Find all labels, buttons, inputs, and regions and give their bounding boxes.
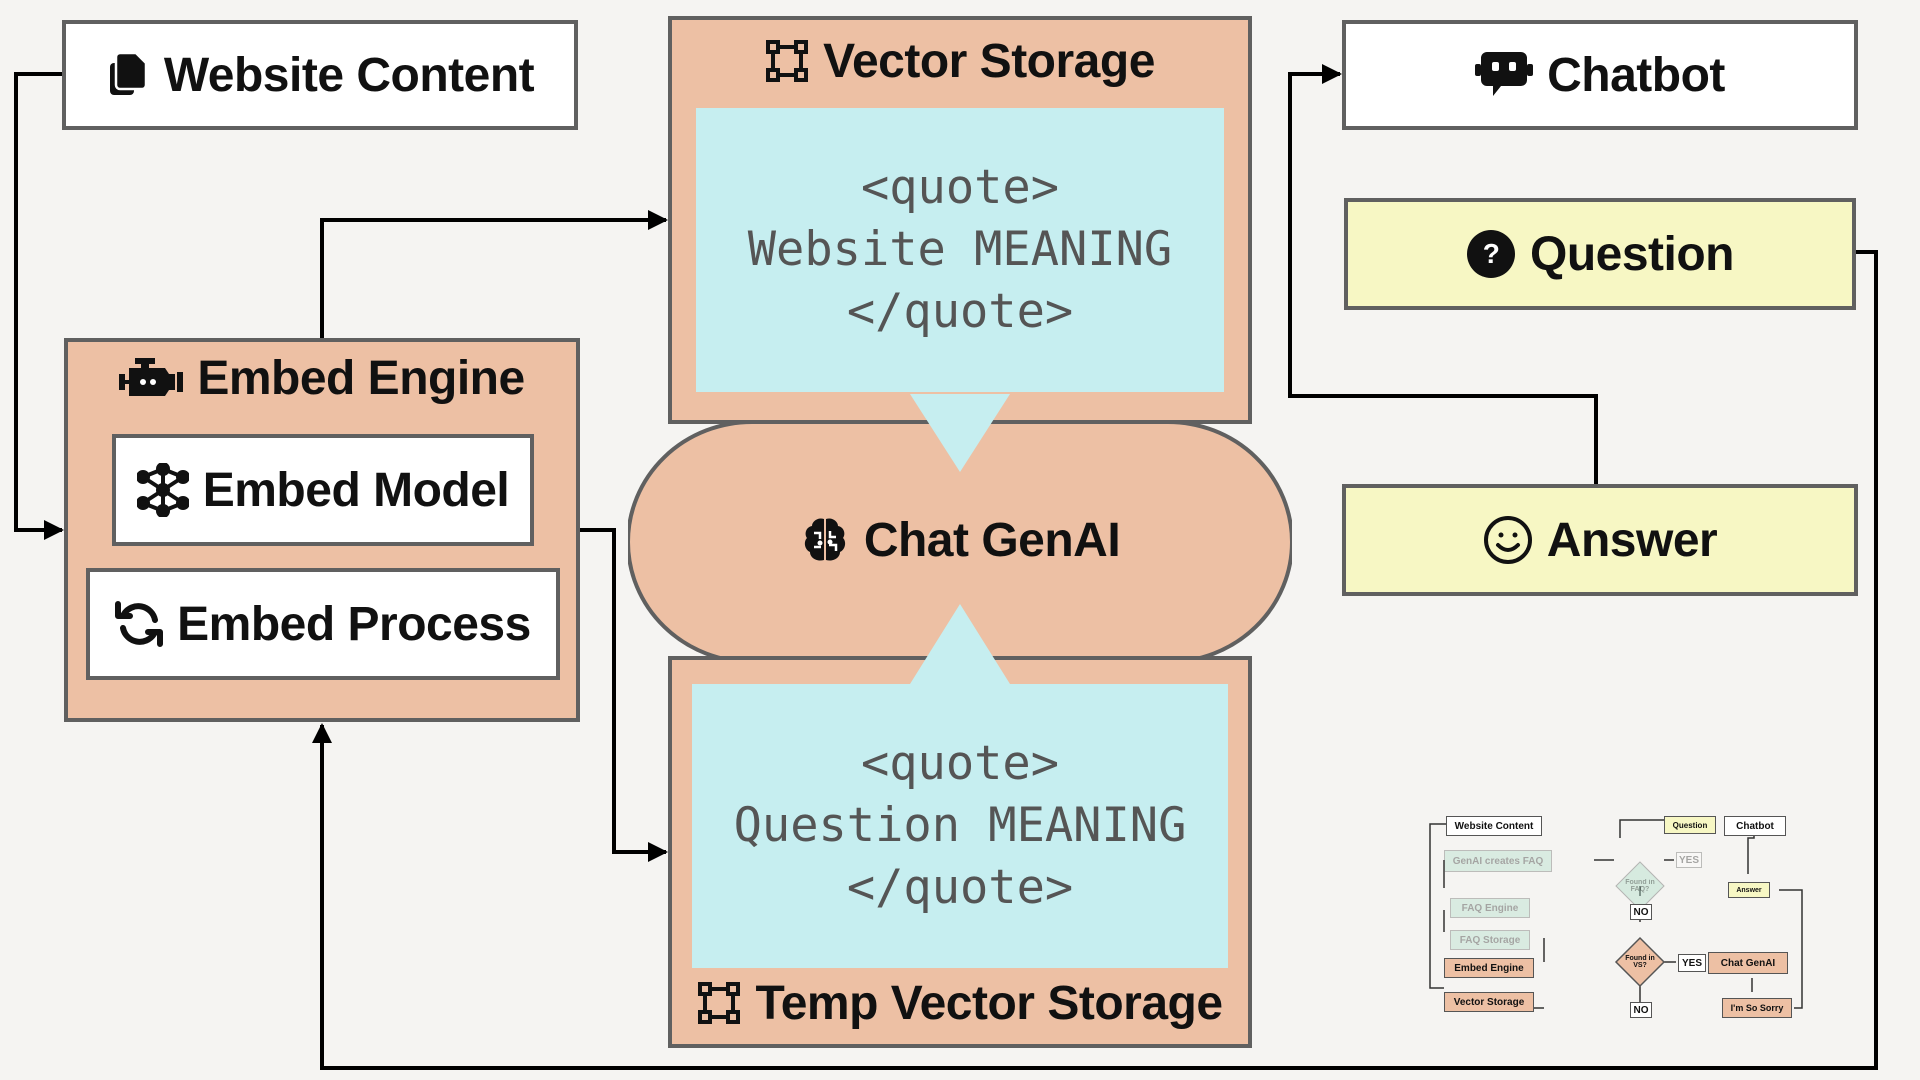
arrow-up-triangle	[910, 604, 1010, 684]
thumb-embed-engine: Embed Engine	[1444, 958, 1534, 978]
engine-icon	[119, 356, 184, 400]
embed-engine-label: Embed Engine	[197, 351, 525, 405]
chat-genai-label: Chat GenAI	[863, 513, 1121, 567]
temp-vector-storage-label: Temp Vector Storage	[755, 976, 1223, 1030]
question-circle-icon: ?	[1466, 229, 1516, 279]
answer-label: Answer	[1546, 513, 1718, 567]
thumb-found-in-vs: Found in VS?	[1625, 955, 1655, 969]
answer-node[interactable]: Answer	[1342, 484, 1858, 596]
line-question-to-engine	[312, 250, 1878, 1070]
embed-model-node[interactable]: Embed Model	[112, 434, 534, 546]
quote-text: Question MEANING	[733, 798, 1187, 853]
thumb-answer: Answer	[1728, 882, 1770, 898]
network-model-icon	[136, 463, 189, 517]
quote-text: Website MEANING	[747, 222, 1173, 277]
quote-open-tag: <quote>	[860, 160, 1060, 215]
overview-thumbnail: Website Content GenAI creates FAQ FAQ En…	[1424, 808, 1808, 1028]
thumb-question: Question	[1664, 816, 1716, 834]
thumb-no-faq: NO	[1630, 904, 1652, 920]
question-label: Question	[1529, 227, 1735, 281]
chatbot-node[interactable]: Chatbot	[1342, 20, 1858, 130]
arrow-down-triangle	[910, 394, 1010, 472]
svg-text:?: ?	[1483, 238, 1500, 269]
quote-close-tag: </quote>	[846, 284, 1074, 339]
line-engine-to-vector-storage	[320, 210, 668, 338]
documents-icon	[106, 51, 150, 99]
thumb-genai-creates-faq: GenAI creates FAQ	[1444, 850, 1552, 872]
thumb-found-in-faq: Found in FAQ?	[1625, 879, 1655, 893]
thumbnail-connectors	[1429, 819, 1803, 1010]
chatbot-icon	[1475, 50, 1534, 100]
embed-model-label: Embed Model	[202, 463, 510, 517]
website-content-node[interactable]: Website Content	[62, 20, 578, 130]
question-node[interactable]: ? Question	[1344, 198, 1856, 310]
line-content-to-engine	[14, 72, 64, 540]
thumb-faq-engine: FAQ Engine	[1450, 898, 1530, 918]
embed-process-label: Embed Process	[177, 597, 531, 651]
thumb-yes-vs: YES	[1678, 954, 1706, 972]
line-engine-to-temp-storage	[578, 528, 668, 862]
sync-arrows-icon	[115, 600, 164, 648]
question-meaning-quote: <quote> Question MEANING </quote>	[692, 684, 1228, 968]
embed-process-node[interactable]: Embed Process	[86, 568, 560, 680]
smiley-icon	[1483, 515, 1533, 565]
quote-close-tag: </quote>	[846, 860, 1074, 915]
brain-icon	[800, 515, 850, 565]
vector-storage-label: Vector Storage	[823, 34, 1155, 88]
vector-storage-icon	[765, 39, 809, 83]
thumb-chat-genai: Chat GenAI	[1708, 952, 1788, 974]
chatbot-label: Chatbot	[1547, 48, 1725, 102]
thumb-faq-storage: FAQ Storage	[1450, 930, 1530, 950]
thumb-no-vs: NO	[1630, 1002, 1652, 1018]
temp-vector-storage-icon	[697, 981, 741, 1025]
thumb-chatbot: Chatbot	[1724, 816, 1786, 836]
thumb-website-content: Website Content	[1446, 816, 1542, 836]
thumb-vector-storage: Vector Storage	[1444, 992, 1534, 1012]
chat-genai-node[interactable]: Chat GenAI	[700, 500, 1220, 580]
website-meaning-quote: <quote> Website MEANING </quote>	[696, 108, 1224, 392]
line-answer-to-chatbot	[1288, 64, 1598, 485]
thumb-yes-faq: YES	[1676, 852, 1702, 868]
thumb-im-so-sorry: I'm So Sorry	[1722, 998, 1792, 1018]
quote-open-tag: <quote>	[860, 736, 1060, 791]
website-content-label: Website Content	[163, 48, 535, 102]
